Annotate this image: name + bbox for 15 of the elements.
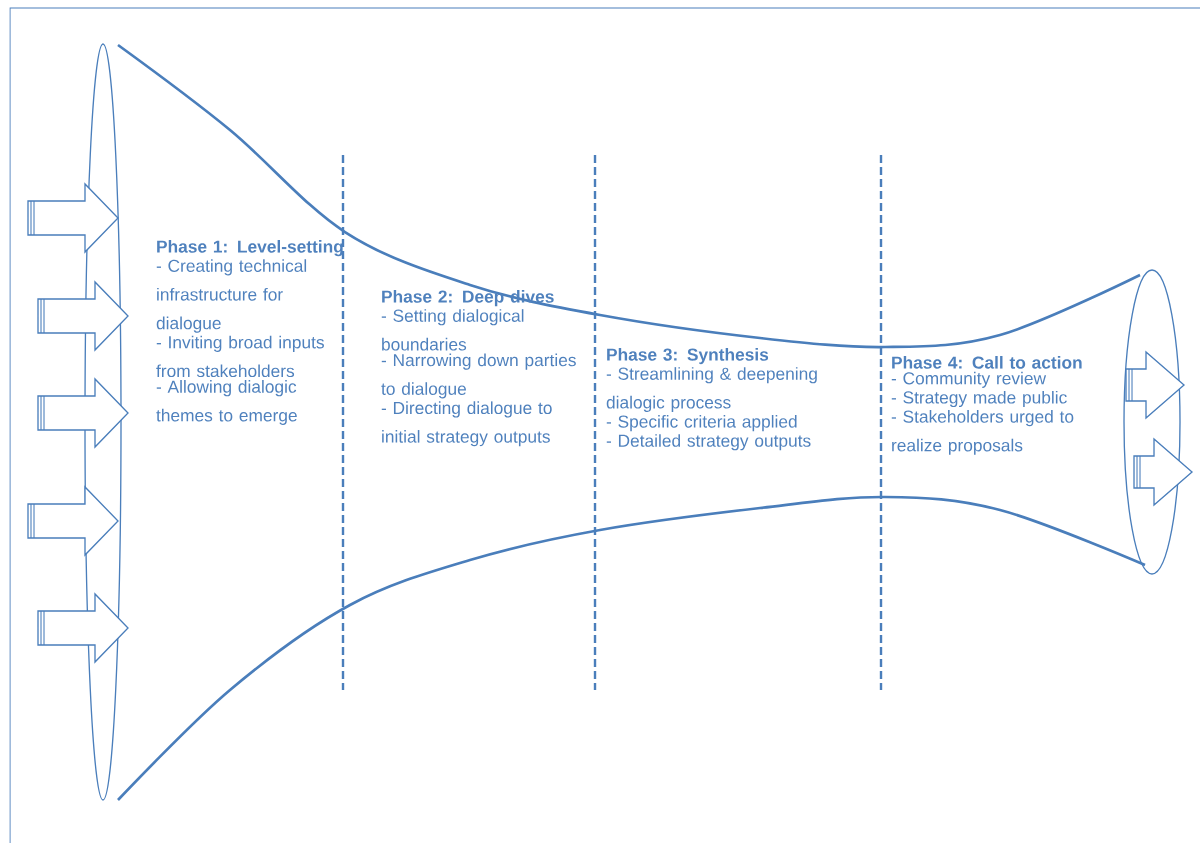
phase-heading: Phase 3: Synthesis [607, 348, 769, 365]
bullet-text: - Detailed strategy outputs [606, 434, 811, 451]
bullet-text: - Narrowing down parties to dialogue [381, 353, 576, 399]
bullet-text: - Creating technical infrastructure for dialogue [156, 259, 307, 333]
phase-heading: Phase 4: Call to action [892, 356, 1082, 369]
phase-heading: Phase 1: Level-setting [157, 240, 343, 257]
bullet-text: - Allowing dialogic themes to emerge [156, 380, 297, 425]
bullet-text: - Streamlining & deepening dialogic process [606, 367, 817, 412]
bullet-text: - Stakeholders urged to realize proposals [891, 410, 1074, 455]
bullet-text: - Inviting broad inputs from stakeholders [156, 335, 324, 378]
bullet-text: - Directing dialogue to initial strategy outputs [381, 401, 552, 447]
bullet-text: - Setting dialogical boundaries [381, 309, 524, 351]
bullet-text: - Specific criteria applied [606, 415, 797, 432]
bullet-text: - Strategy made public [891, 390, 1067, 408]
bullet-text: - Community review [891, 371, 1047, 388]
